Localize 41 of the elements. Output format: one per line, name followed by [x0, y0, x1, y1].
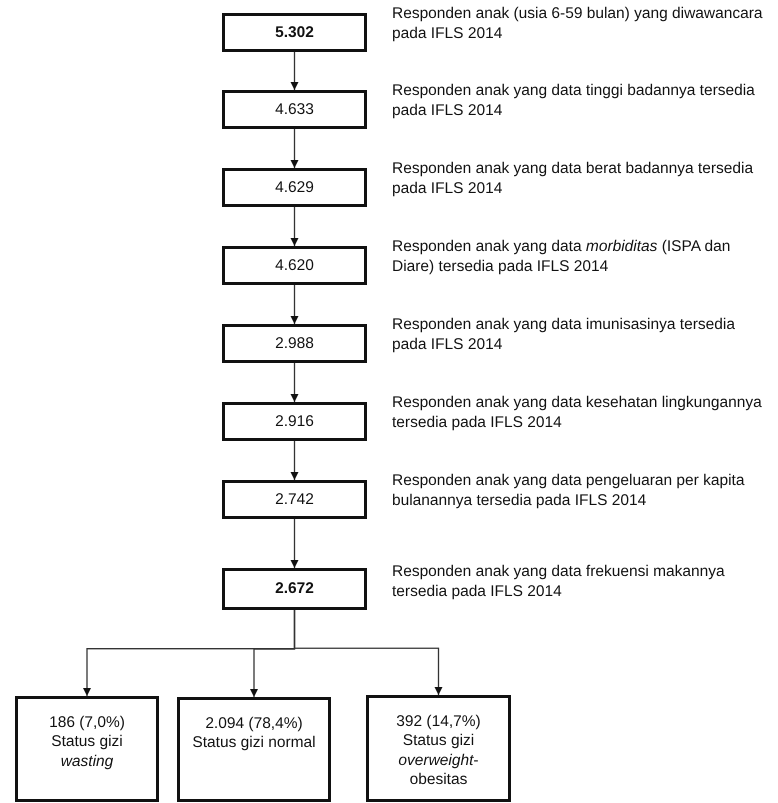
- count-text: 2.094 (78,4%): [205, 714, 303, 734]
- count-text: 5.302: [275, 24, 314, 42]
- count-box: [222, 402, 367, 441]
- count-box: [222, 90, 367, 129]
- result-box: [366, 695, 511, 802]
- description-text: Responden anak yang data kesehatan lingkungannya tersedia pada IFLS 2014: [392, 393, 763, 434]
- count-text: 4.633: [275, 100, 314, 118]
- status-text: Status gizi normal: [192, 733, 316, 753]
- arrow: [290, 441, 298, 480]
- result-box: [15, 696, 159, 802]
- arrow: [290, 519, 298, 568]
- count-text: 186 (7,0%): [49, 713, 125, 732]
- description-text: Responden anak yang data frekuensi makannya tersedia pada IFLS 2014: [392, 562, 726, 602]
- description-text: Responden anak yang data pengeluaran per kapita bulanannya tersedia pada IFLS 2014: [392, 471, 746, 512]
- count-text: 392 (14,7%): [396, 712, 481, 732]
- description-text: Responden anak yang data imunisasinya tersedia pada IFLS 2014: [392, 315, 736, 356]
- arrow: [290, 129, 298, 168]
- description-text: Responden anak yang data tinggi badannya tersedia pada IFLS 2014: [392, 81, 756, 122]
- count-box: [222, 168, 367, 207]
- status-text: Status gizi overweight-obesitas: [397, 731, 480, 790]
- count-text: 2.988: [275, 334, 314, 352]
- arrow: [290, 363, 298, 402]
- arrow: [290, 285, 298, 324]
- arrow: [290, 207, 298, 246]
- count-box: [222, 246, 367, 285]
- result-box: [177, 697, 331, 802]
- count-text: 2.672: [275, 580, 314, 598]
- count-text: 2.742: [275, 490, 314, 508]
- count-text: 4.620: [275, 256, 314, 274]
- count-text: 2.916: [275, 412, 314, 430]
- status-text: Status gizi wasting: [50, 732, 124, 772]
- count-box: [222, 568, 367, 610]
- description-text: Responden anak (usia 6-59 bulan) yang diwawancara pada IFLS 2014: [392, 4, 764, 44]
- description-text: Responden anak yang data morbiditas (ISPA dan Diare) tersedia pada IFLS 2014: [392, 237, 732, 278]
- arrow: [290, 52, 298, 90]
- count-box: [222, 324, 367, 363]
- description-text: Responden anak yang data berat badannya tersedia pada IFLS 2014: [392, 159, 754, 200]
- count-text: 4.629: [275, 178, 314, 196]
- count-box: [222, 13, 367, 52]
- arrow: [294, 610, 442, 695]
- count-box: [222, 480, 367, 519]
